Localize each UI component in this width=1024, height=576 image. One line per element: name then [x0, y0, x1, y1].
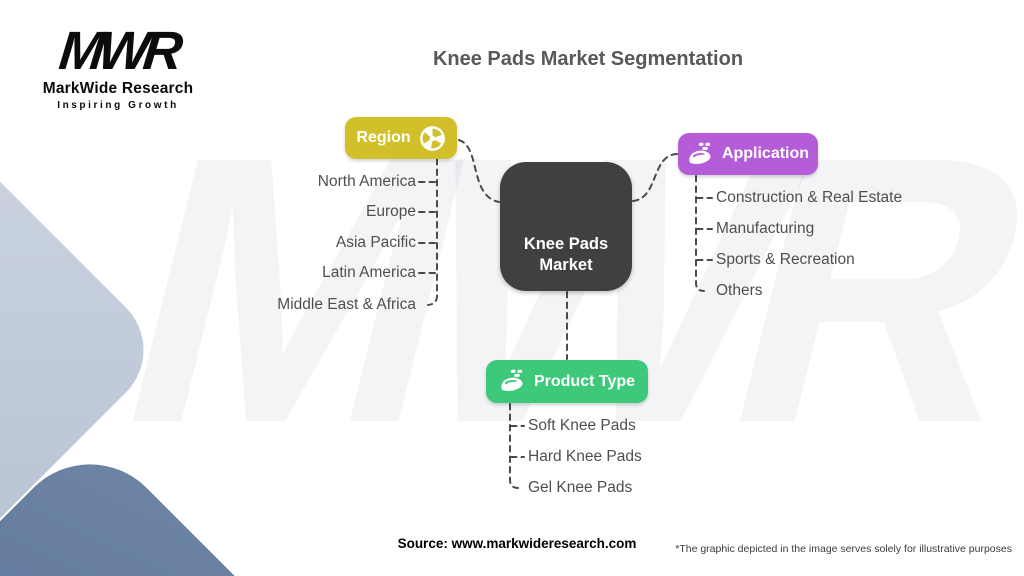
product-item-hard-knee-pads: Hard Knee Pads — [528, 448, 642, 465]
branch-node-application-label: Application — [721, 145, 810, 162]
page-title: Knee Pads Market Segmentation — [432, 48, 744, 70]
product-item-gel-knee-pads: Gel Knee Pads — [528, 479, 633, 496]
branch-node-product-type-label: Product Type — [533, 372, 636, 390]
region-item-europe: Europe — [366, 203, 416, 220]
application-item-construction-real-estate: Construction & Real Estate — [716, 189, 903, 206]
application-item-sports-recreation: Sports & Recreation — [716, 251, 855, 268]
region-item-asia-pacific: Asia Pacific — [335, 234, 416, 251]
logo-tagline: Inspiring Growth — [57, 100, 179, 111]
logo-name: MarkWide Research — [42, 80, 194, 97]
region-item-latin-america: Latin America — [322, 264, 416, 281]
train-icon — [499, 368, 526, 395]
brand-logo: MWR MarkWide Research Inspiring Growth — [33, 21, 203, 111]
region-item-north-america: North America — [317, 173, 416, 190]
center-node-label: Knee Pads Market — [523, 235, 609, 274]
branch-node-application: Application — [678, 133, 818, 175]
globe-icon — [419, 125, 446, 152]
application-item-manufacturing: Manufacturing — [716, 220, 815, 237]
region-item-middle-east-africa: Middle East & Africa — [277, 296, 416, 313]
application-item-others: Others — [716, 282, 763, 299]
product-item-soft-knee-pads: Soft Knee Pads — [528, 417, 636, 434]
disclaimer-note: *The graphic depicted in the image serve… — [675, 543, 1012, 555]
train-icon — [687, 141, 714, 168]
source-attribution: Source: www.markwideresearch.com — [397, 536, 637, 551]
branch-node-region: Region — [345, 117, 457, 159]
branch-node-product-type: Product Type — [486, 360, 648, 403]
branch-node-region-label: Region — [356, 129, 411, 146]
logo-monogram: MWR — [56, 21, 180, 81]
center-node-knee-pads-market: Knee Pads Market — [500, 162, 632, 291]
